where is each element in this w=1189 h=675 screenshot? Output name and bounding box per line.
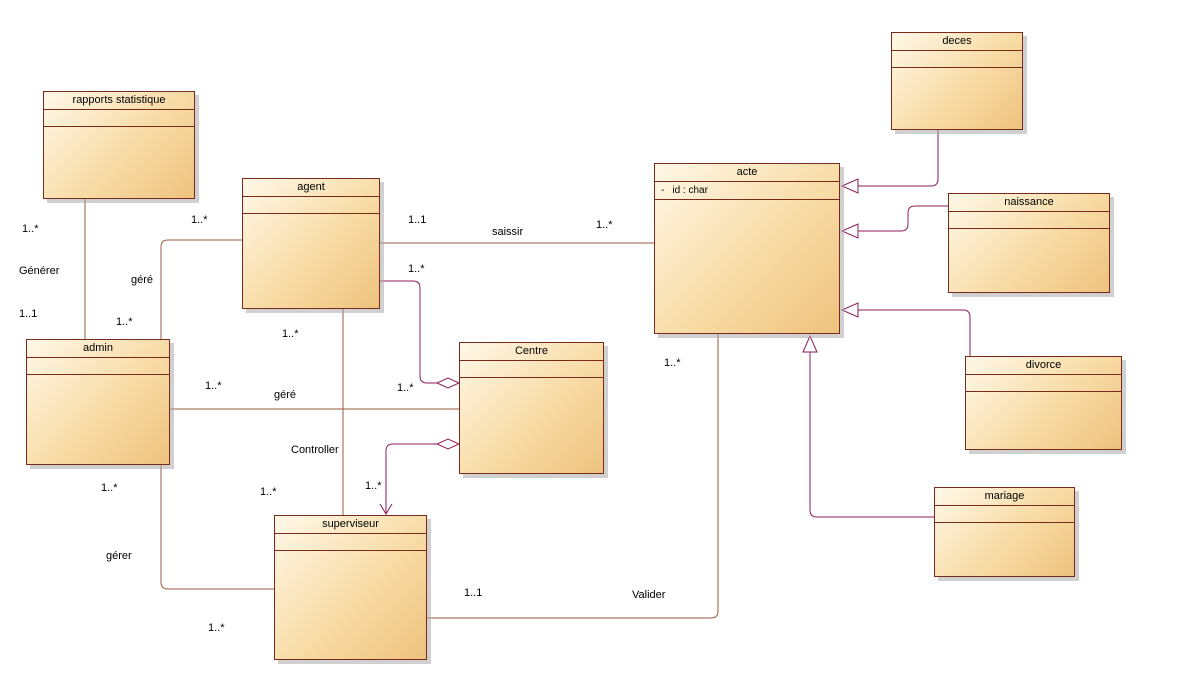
multiplicity-agent-saissir: 1..1 [408, 214, 427, 226]
attribute-visibility: - [661, 185, 665, 196]
attributes-compartment [460, 361, 603, 378]
attributes-compartment [892, 51, 1022, 68]
class-name: admin [27, 340, 169, 358]
class-admin[interactable]: admin [26, 339, 170, 465]
aggregation-agent-centre [380, 280, 437, 384]
association-label-saissir: saissir [492, 226, 524, 238]
inheritance-arrow-deces [840, 178, 859, 194]
association-gerer [160, 465, 274, 590]
inheritance-arrow-mariage [802, 334, 818, 353]
class-name: agent [243, 179, 379, 197]
class-agent[interactable]: agent [242, 178, 380, 309]
attributes-compartment [275, 534, 426, 551]
multiplicity-admin-centre: 1..* [205, 380, 222, 392]
association-agent-admin [160, 239, 242, 339]
generalization-naissance [858, 205, 948, 232]
attributes-compartment: -id : char [655, 182, 839, 200]
class-name: acte [655, 164, 839, 182]
class-acte[interactable]: acte -id : char [654, 163, 840, 334]
class-name: mariage [935, 488, 1074, 506]
class-name: naissance [949, 194, 1109, 212]
aggregation-diamond-centre-superviseur [435, 438, 461, 450]
association-label-generer: Générer [19, 265, 60, 277]
class-superviseur[interactable]: superviseur [274, 515, 427, 660]
generalization-divorce [858, 309, 971, 356]
multiplicity-acte-valider: 1..* [664, 357, 681, 369]
class-divorce[interactable]: divorce [965, 356, 1122, 450]
class-rapports-statistique[interactable]: rapports statistique [43, 91, 195, 199]
attributes-compartment [27, 358, 169, 375]
inheritance-arrow-naissance [840, 223, 859, 239]
class-deces[interactable]: deces [891, 32, 1023, 130]
association-label-gere-agent: géré [131, 274, 154, 286]
attributes-compartment [966, 375, 1121, 392]
generalization-mariage [809, 352, 934, 518]
association-label-gere-centre: géré [274, 389, 297, 401]
aggregation-diamond-agent-centre [435, 377, 461, 389]
aggregation-centre-superviseur [385, 443, 437, 513]
inheritance-arrow-divorce [840, 302, 859, 318]
multiplicity-superviseur-gerer: 1..* [208, 622, 225, 634]
association-label-controller: Controller [291, 444, 339, 456]
attribute-name: id [672, 185, 681, 196]
multiplicity-admin-gere-agent: 1..* [116, 316, 133, 328]
class-name: superviseur [275, 516, 426, 534]
multiplicity-superviseur-valider: 1..1 [464, 587, 483, 599]
association-valider [427, 334, 719, 619]
attributes-compartment [949, 212, 1109, 229]
attributes-compartment [935, 506, 1074, 523]
multiplicity-agent-controller: 1..* [282, 328, 299, 340]
multiplicity-rapports: 1..* [22, 223, 39, 235]
generalization-deces [858, 130, 939, 187]
multiplicity-admin-generer: 1..1 [19, 308, 38, 320]
multiplicity-agent-centre: 1..* [408, 263, 425, 275]
multiplicity-acte-saissir: 1..* [596, 219, 613, 231]
association-label-valider: Valider [632, 589, 666, 601]
attributes-compartment [243, 197, 379, 214]
attributes-compartment [44, 110, 194, 127]
class-naissance[interactable]: naissance [948, 193, 1110, 293]
multiplicity-centre-agent: 1..* [397, 382, 414, 394]
attribute-type: : char [682, 185, 708, 196]
class-centre[interactable]: Centre [459, 342, 604, 474]
class-name: rapports statistique [44, 92, 194, 110]
multiplicity-agent-gere: 1..* [191, 214, 208, 226]
multiplicity-superviseur-centre: 1..* [365, 480, 382, 492]
multiplicity-admin-gerer: 1..* [101, 482, 118, 494]
class-name: Centre [460, 343, 603, 361]
class-name: divorce [966, 357, 1121, 375]
association-label-gerer: gérer [106, 550, 132, 562]
multiplicity-superviseur-controller: 1..* [260, 486, 277, 498]
navigation-arrow-superviseur [379, 503, 393, 515]
class-mariage[interactable]: mariage [934, 487, 1075, 577]
class-name: deces [892, 33, 1022, 51]
